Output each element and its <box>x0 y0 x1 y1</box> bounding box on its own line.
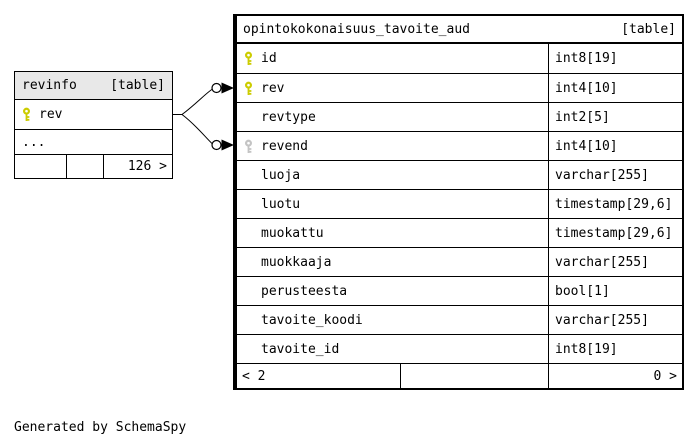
column-row: perusteesta bool[1] <box>237 276 682 305</box>
column-type: bool[1] <box>548 277 682 305</box>
connector-line-revend <box>181 114 213 145</box>
column-name: revtype <box>261 109 316 125</box>
table-badge: [table] <box>621 21 676 37</box>
column-row: revtype int2[5] <box>237 102 682 131</box>
column-row: luotu timestamp[29,6] <box>237 189 682 218</box>
connector-line-rev <box>181 88 213 115</box>
column-name: tavoite_koodi <box>261 312 363 328</box>
generated-by-caption: Generated by SchemaSpy <box>14 420 187 435</box>
column-name: id <box>261 51 277 66</box>
column-row: rev int4[10] <box>237 73 682 102</box>
main-table-footer: < 2 0 > <box>237 363 682 388</box>
column-name: revend <box>261 138 308 154</box>
column-row: tavoite_id int8[19] <box>237 334 682 363</box>
column-type: int8[19] <box>548 44 682 73</box>
main-table: opintokokonaisuus_tavoite_aud [table] id… <box>233 14 684 390</box>
hidden-columns-ellipsis: ... <box>15 129 172 154</box>
footer-cell <box>400 364 548 388</box>
revinfo-table-header: revinfo [table] <box>15 72 172 100</box>
footer-children-count: 0 > <box>548 364 682 388</box>
revinfo-table-title[interactable]: revinfo <box>22 78 77 93</box>
column-name: rev <box>261 80 285 96</box>
column-type: timestamp[29,6] <box>548 219 682 247</box>
column-row: rev <box>15 100 172 129</box>
column-name: rev <box>39 107 63 122</box>
column-type: int8[19] <box>548 335 682 363</box>
column-type: int4[10] <box>548 74 682 102</box>
footer-cell <box>15 155 66 178</box>
primary-key-icon <box>244 81 254 96</box>
column-name: perusteesta <box>261 283 348 299</box>
connector-circle <box>211 82 222 94</box>
foreign-key-icon <box>244 139 254 154</box>
column-row: revend int4[10] <box>237 131 682 160</box>
column-row: luoja varchar[255] <box>237 160 682 189</box>
column-name: muokkaaja <box>261 254 332 270</box>
column-type: timestamp[29,6] <box>548 190 682 218</box>
revinfo-table: revinfo [table] rev ... 126 > <box>14 71 173 179</box>
primary-key-icon <box>22 107 32 122</box>
column-row: muokkaaja varchar[255] <box>237 247 682 276</box>
column-type: varchar[255] <box>548 161 682 189</box>
column-name: muokattu <box>261 225 324 241</box>
footer-cell <box>66 155 103 178</box>
footer-children-count: 126 > <box>103 155 172 178</box>
primary-key-icon <box>244 51 254 66</box>
footer-parents-count: < 2 <box>242 368 266 384</box>
column-name: tavoite_id <box>261 341 340 357</box>
column-type: varchar[255] <box>548 306 682 334</box>
connector-circle <box>211 139 222 151</box>
main-table-rows: id int8[19] rev int4[10] revtype int2[5]… <box>237 44 682 363</box>
column-type: int4[10] <box>548 132 682 160</box>
table-badge: [table] <box>110 78 165 93</box>
column-type: varchar[255] <box>548 248 682 276</box>
main-table-title[interactable]: opintokokonaisuus_tavoite_aud <box>243 21 470 37</box>
column-name: luotu <box>261 196 301 212</box>
column-row: muokattu timestamp[29,6] <box>237 218 682 247</box>
main-table-header: opintokokonaisuus_tavoite_aud [table] <box>237 16 682 44</box>
revinfo-table-footer: 126 > <box>15 154 172 178</box>
column-row: id int8[19] <box>237 44 682 73</box>
column-type: int2[5] <box>548 103 682 131</box>
column-name: luoja <box>261 167 301 183</box>
column-row: tavoite_koodi varchar[255] <box>237 305 682 334</box>
